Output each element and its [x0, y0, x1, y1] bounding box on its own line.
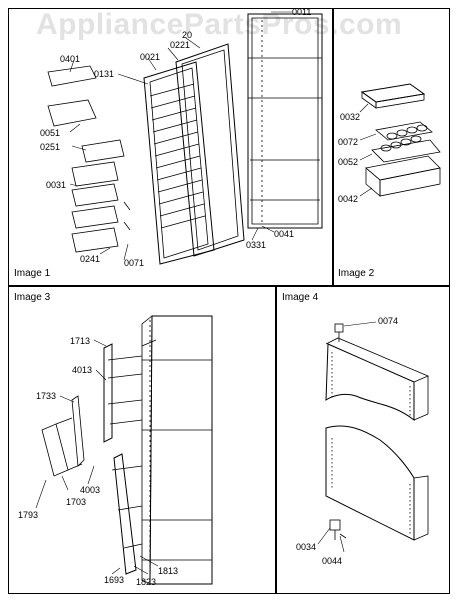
- callout-0221: 0221: [170, 40, 191, 50]
- callout-0072: 0072: [338, 137, 359, 147]
- callout-0071: 0071: [124, 258, 145, 268]
- callout-1793: 1793: [18, 510, 39, 520]
- panel-image-3: [8, 286, 276, 594]
- panel-image-1: [8, 8, 333, 286]
- panel-title-image-2: Image 2: [338, 268, 375, 279]
- watermark-text: AppliancePartsPros.com: [36, 8, 403, 41]
- callout-0042: 0042: [338, 194, 359, 204]
- callout-1813: 1813: [158, 566, 179, 576]
- callout-1733: 1733: [36, 391, 57, 401]
- door-bottom-section: [325, 425, 429, 541]
- callout-1693: 1693: [104, 575, 125, 585]
- callout-1713: 1713: [70, 336, 91, 346]
- door-bins: [47, 65, 131, 253]
- door-gasket: [175, 43, 245, 257]
- callout-0032: 0032: [340, 112, 361, 122]
- callout-0041: 0041: [274, 229, 295, 239]
- outer-door-panel: [247, 13, 323, 229]
- door-inner-liner: [143, 61, 215, 265]
- callout-0051: 0051: [40, 128, 61, 138]
- callout-1823: 1823: [136, 577, 157, 587]
- callout-0044: 0044: [322, 556, 343, 566]
- callout-0331: 0331: [246, 240, 267, 250]
- callout-4003: 4003: [80, 485, 101, 495]
- callout-20: 20: [182, 30, 193, 40]
- callout-0241: 0241: [80, 254, 101, 264]
- panel-image-2: [333, 8, 450, 286]
- callout-0034: 0034: [296, 542, 317, 552]
- callout-0031: 0031: [46, 180, 67, 190]
- callout-4013: 4013: [72, 365, 93, 375]
- callout-0011: 0011: [292, 7, 312, 17]
- panel-image-4: [276, 286, 450, 594]
- panel-title-image-1: Image 1: [14, 268, 51, 279]
- handle-assembly: [41, 343, 143, 575]
- callout-0131: 0131: [94, 69, 115, 79]
- dairy-compartment-parts: [360, 83, 441, 197]
- callout-0021: 0021: [140, 52, 161, 62]
- callout-0074: 0074: [378, 316, 399, 326]
- panel-title-image-4: Image 4: [282, 292, 319, 303]
- panel-title-image-3: Image 3: [14, 292, 51, 303]
- callout-0251: 0251: [40, 142, 61, 152]
- callout-0401: 0401: [60, 54, 81, 64]
- callout-1703: 1703: [66, 497, 87, 507]
- door-top-section: [325, 323, 430, 422]
- freezer-door-panel: [141, 315, 213, 585]
- callout-0052: 0052: [338, 157, 359, 167]
